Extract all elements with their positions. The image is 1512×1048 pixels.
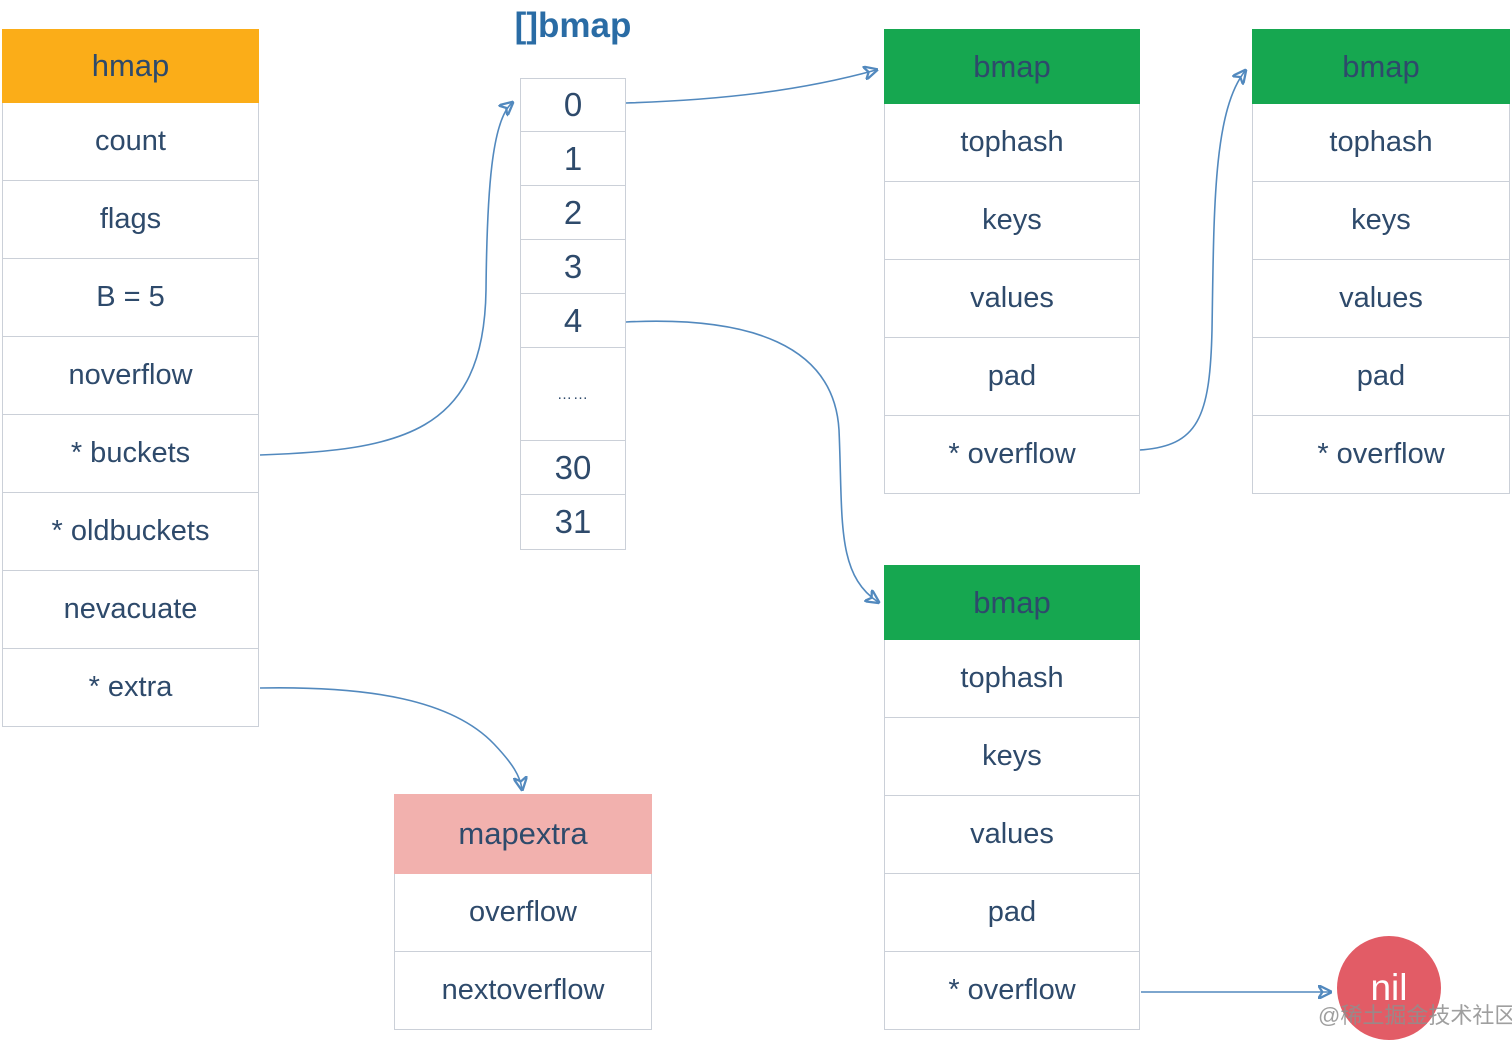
- bmap-field-row: values: [1252, 260, 1510, 338]
- bucket-array-cell: 1: [520, 132, 626, 186]
- bucket-array-cell: 2: [520, 186, 626, 240]
- bmap-field-row: tophash: [884, 104, 1140, 182]
- hmap-field-row: flags: [2, 181, 259, 259]
- mapextra-table-header: mapextra: [394, 794, 652, 874]
- bucket-array-label: []bmap: [514, 6, 632, 45]
- bucket-array-cell: 0: [520, 78, 626, 132]
- arrow-array0-to-bmap-top: [625, 70, 876, 104]
- bmap-field-row: pad: [884, 338, 1140, 416]
- bucket-array-cell: 31: [520, 495, 626, 550]
- bucket-array-cell: 3: [520, 240, 626, 294]
- hmap-field-row: noverflow: [2, 337, 259, 415]
- arrow-extra-to-mapextra: [259, 687, 522, 789]
- bmap-table-top-header: bmap: [884, 29, 1140, 104]
- watermark: @稀土掘金技术社区: [1318, 1003, 1512, 1028]
- bmap-field-row: values: [884, 260, 1140, 338]
- bmap-field-row: pad: [1252, 338, 1510, 416]
- nil-node: nil: [1337, 936, 1441, 1040]
- hmap-field-row: nevacuate: [2, 571, 259, 649]
- bmap-field-row: * overflow: [884, 416, 1140, 494]
- hmap-field-row: * extra: [2, 649, 259, 727]
- bmap-field-row: keys: [884, 718, 1140, 796]
- hmap-field-row: * buckets: [2, 415, 259, 493]
- bmap-field-row: * overflow: [884, 952, 1140, 1030]
- bmap-field-row: tophash: [884, 640, 1140, 718]
- hmap-field-row: count: [2, 103, 259, 181]
- mapextra-field-row: overflow: [394, 874, 652, 952]
- bmap-field-row: keys: [1252, 182, 1510, 260]
- arrow-overflow-to-bmap-right: [1139, 71, 1245, 451]
- arrow-array4-to-bmap-bottom: [625, 320, 878, 602]
- bucket-array-cell: ……: [520, 348, 626, 441]
- bmap-field-row: pad: [884, 874, 1140, 952]
- bmap-table-bottom-header: bmap: [884, 565, 1140, 640]
- bucket-array-cell: 4: [520, 294, 626, 348]
- arrow-buckets-to-array: [259, 103, 512, 456]
- mapextra-field-row: nextoverflow: [394, 952, 652, 1030]
- bmap-field-row: tophash: [1252, 104, 1510, 182]
- bmap-field-row: * overflow: [1252, 416, 1510, 494]
- hmap-field-row: * oldbuckets: [2, 493, 259, 571]
- bmap-table-right-header: bmap: [1252, 29, 1510, 104]
- bucket-array-cell: 30: [520, 441, 626, 495]
- bmap-field-row: keys: [884, 182, 1140, 260]
- hmap-table-header: hmap: [2, 29, 259, 103]
- bmap-field-row: values: [884, 796, 1140, 874]
- hmap-field-row: B = 5: [2, 259, 259, 337]
